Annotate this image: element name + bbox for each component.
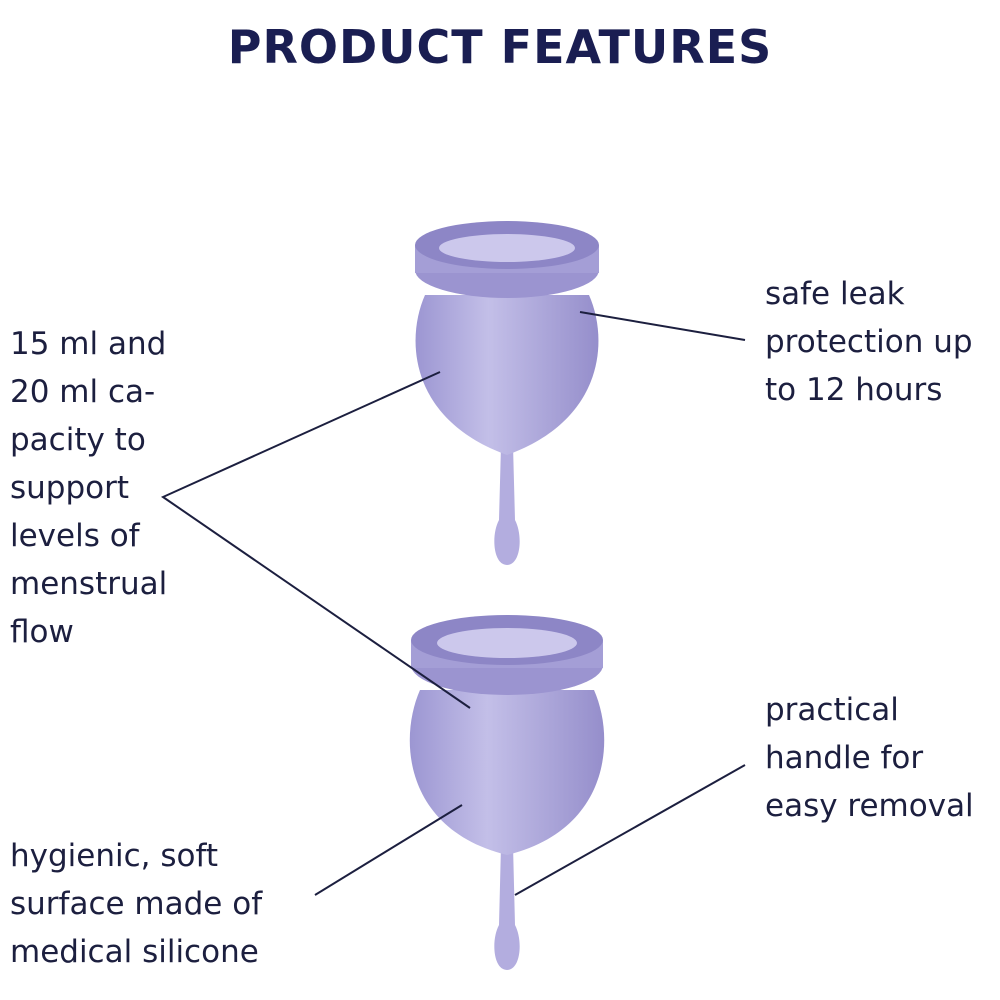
menstrual-cup-bottom <box>409 615 605 970</box>
feature-leak-protection: safe leak protection up to 12 hours <box>765 276 973 408</box>
feature-capacity: 15 ml and 20 ml ca- pacity to support le… <box>10 326 168 650</box>
feature-surface: hygienic, soft surface made of medical s… <box>10 838 263 970</box>
feature-handle: practical handle for easy removal <box>765 692 974 824</box>
pointer-line-surface <box>314 804 463 896</box>
page-title: PRODUCT FEATURES <box>227 20 773 74</box>
pointer-line-leak <box>579 311 746 341</box>
pointer-line-handle <box>514 764 746 896</box>
menstrual-cup-top <box>415 221 599 565</box>
pointer-line-capacity <box>160 371 471 709</box>
